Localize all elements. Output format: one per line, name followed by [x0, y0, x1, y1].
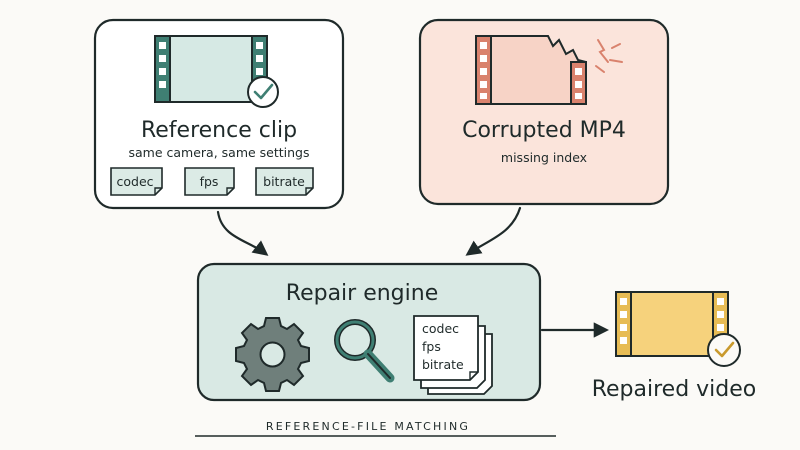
reference-title: Reference clip — [141, 118, 297, 143]
gear-icon — [235, 317, 310, 392]
corrupted-subtitle: missing index — [501, 150, 587, 165]
check-badge-icon — [707, 333, 741, 367]
output-label: Repaired video — [592, 377, 757, 402]
param-bitrate: bitrate — [422, 357, 464, 372]
reference-subtitle: same camera, same settings — [128, 145, 309, 160]
reference-chip-bitrate: bitrate — [255, 167, 314, 196]
caption-text: REFERENCE-FILE MATCHING — [266, 420, 470, 433]
engine-title: Repair engine — [286, 281, 438, 306]
param-fps: fps — [422, 339, 441, 354]
chip-label: bitrate — [263, 174, 305, 189]
check-badge-icon — [247, 76, 279, 108]
reference-chip-fps: fps — [184, 167, 235, 196]
corrupted-mp4-box: Corrupted MP4 missing index — [418, 18, 670, 206]
chip-label: codec — [116, 174, 153, 189]
magnifier-icon — [334, 319, 395, 383]
crack-spark-icon — [595, 39, 623, 73]
reference-chip-codec: codec — [110, 167, 163, 196]
parameter-stack-icon: codec fps bitrate — [413, 315, 493, 395]
chip-label: fps — [200, 174, 219, 189]
repair-engine-box: Repair engine codec fps bitrate — [196, 262, 542, 402]
broken-film-icon — [475, 35, 587, 105]
arrow-corrupted-to-engine — [465, 206, 522, 256]
repaired-video: Repaired video — [592, 291, 757, 402]
reference-clip-box: Reference clip same camera, same setting… — [93, 18, 345, 210]
footer-caption: REFERENCE-FILE MATCHING — [195, 420, 556, 437]
corrupted-title: Corrupted MP4 — [462, 118, 626, 143]
param-codec: codec — [422, 321, 459, 336]
arrow-reference-to-engine — [216, 210, 269, 256]
